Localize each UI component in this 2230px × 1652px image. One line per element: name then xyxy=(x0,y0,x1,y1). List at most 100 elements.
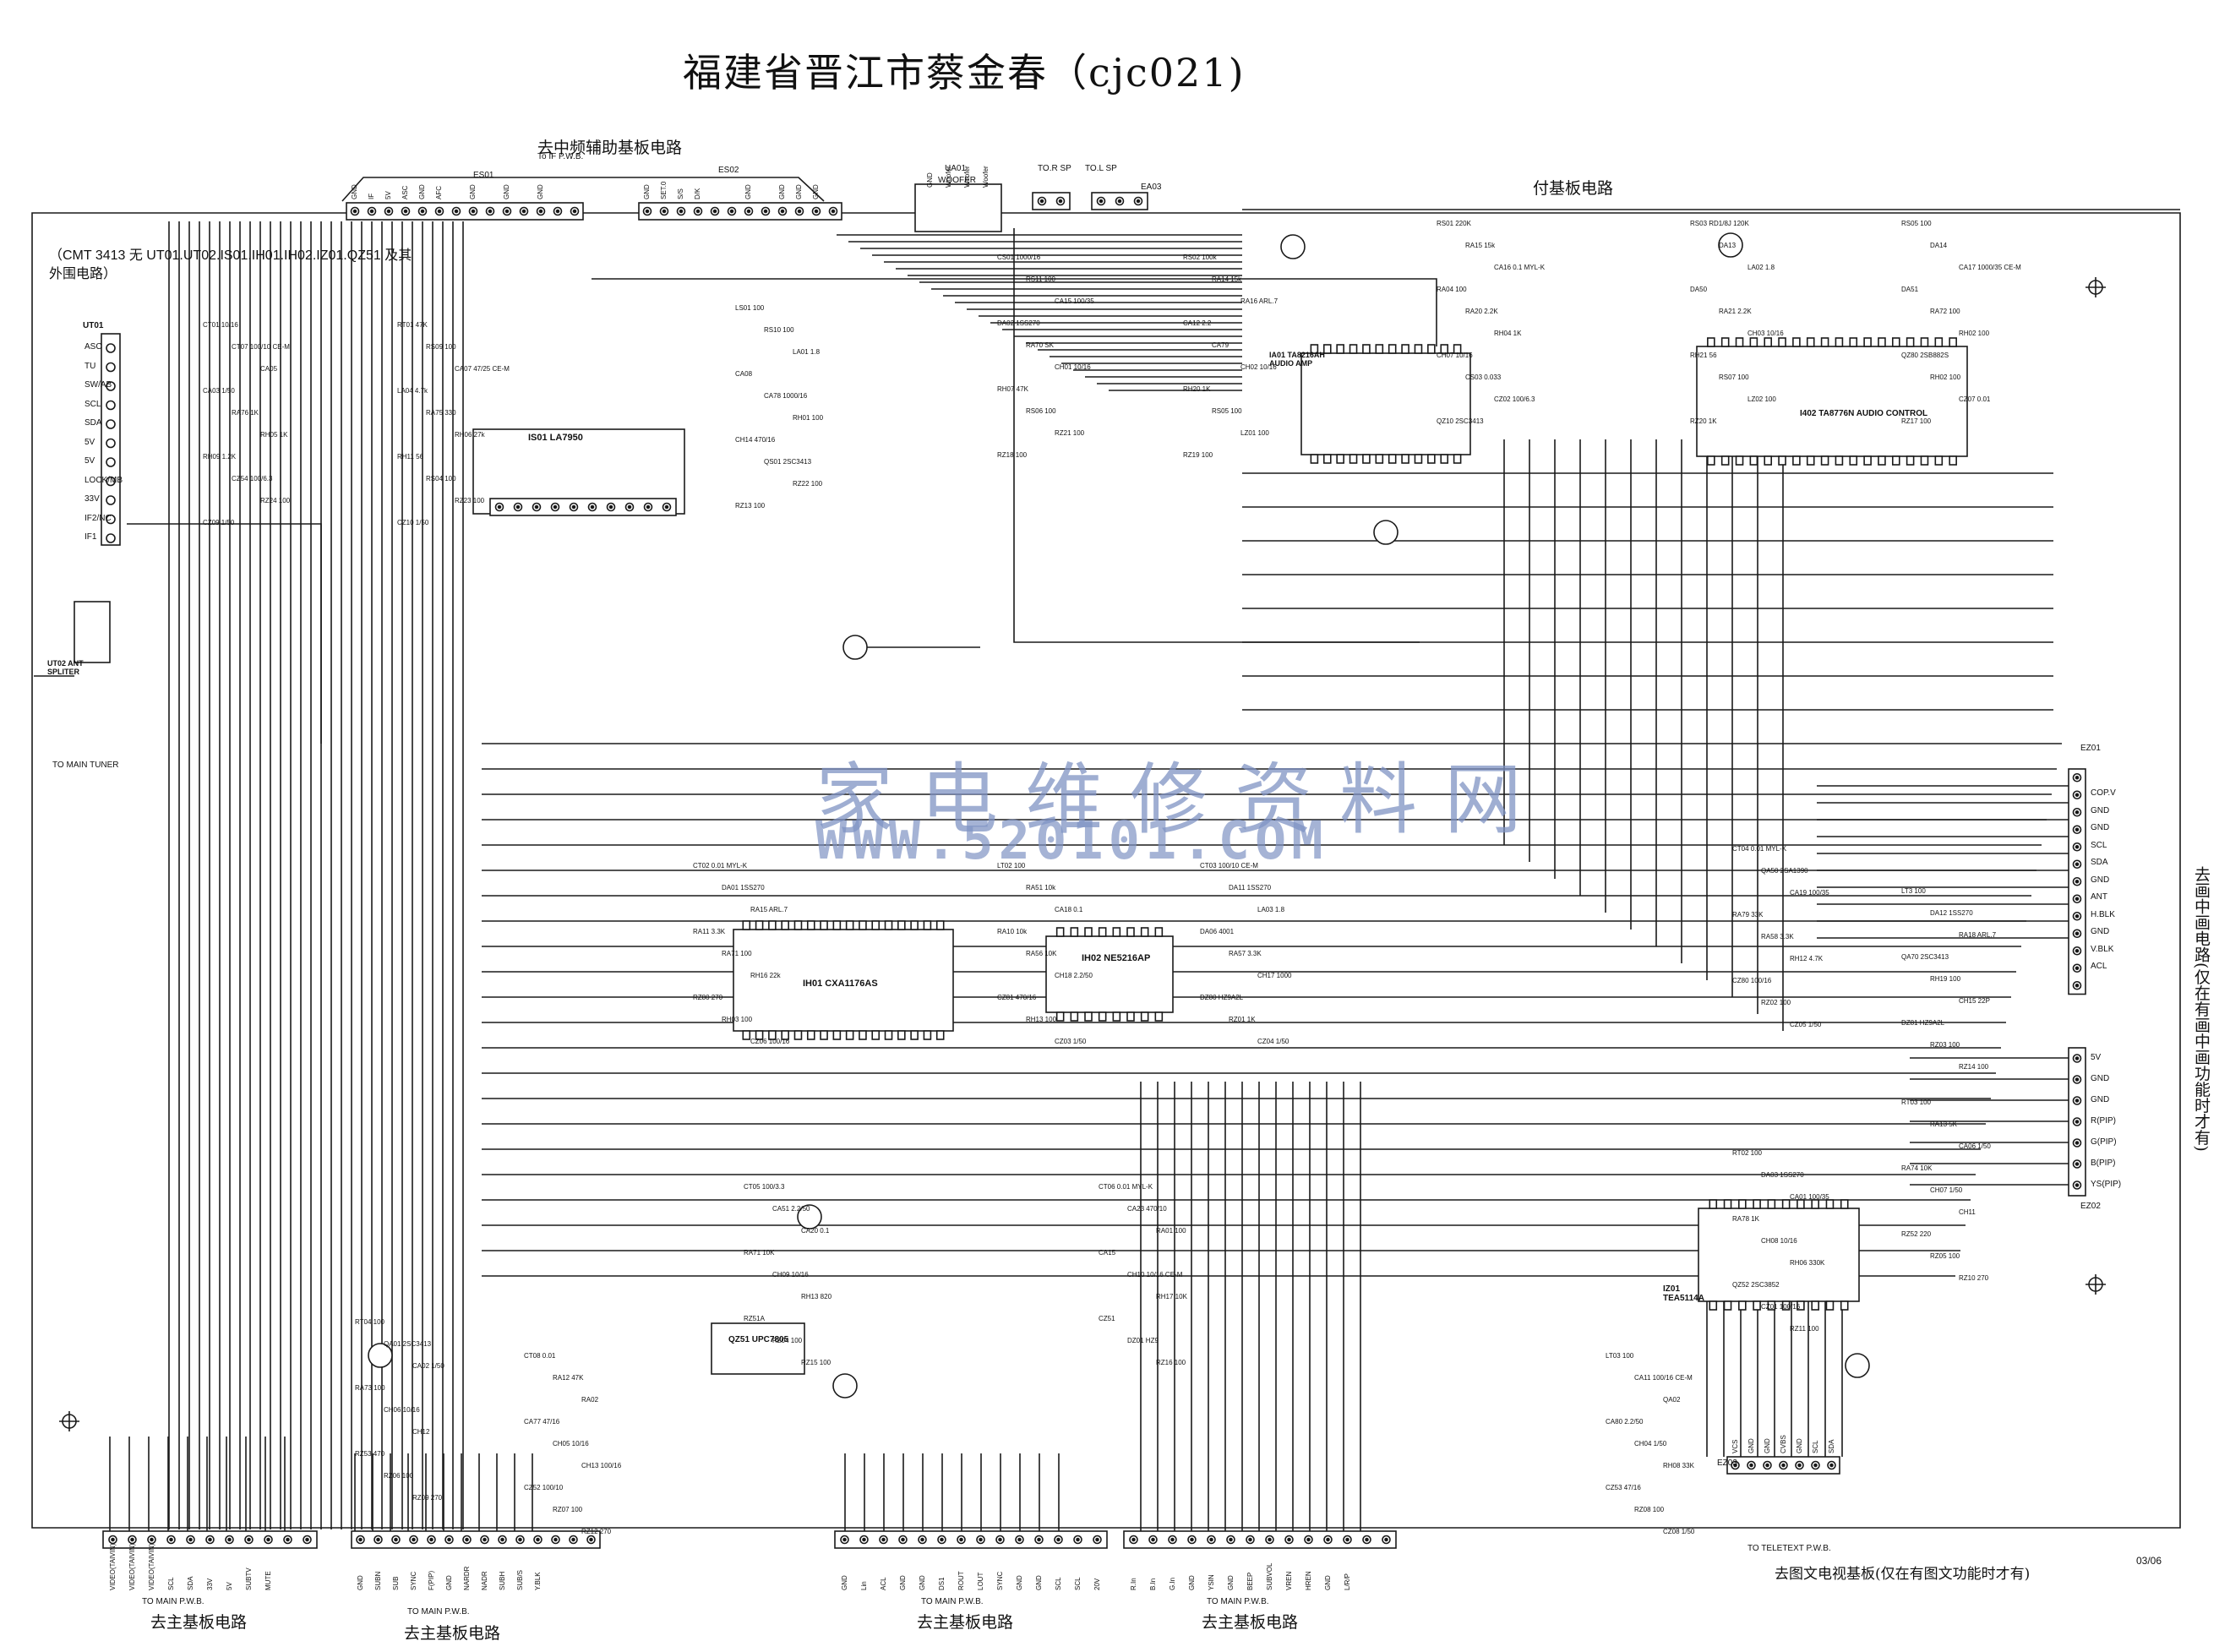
component-label: RA11 3.3K xyxy=(693,928,726,935)
conn-bottom2-pin-label: GND xyxy=(356,1575,364,1590)
conn-es01-pin-dot xyxy=(471,209,476,214)
component-label: RZ19 100 xyxy=(1183,451,1213,459)
ic-i402-pin xyxy=(1863,337,1872,347)
component-label: RS03 RD1/8J 120K xyxy=(1690,220,1749,227)
component-label: CA11 100/16 CE-M xyxy=(1634,1374,1693,1382)
tuner-pin xyxy=(106,400,116,411)
component-label: CT05 100/3.3 xyxy=(744,1183,785,1191)
section-pip: 去画中画电路(仅在有画中画功能时才有) xyxy=(2192,866,2211,1152)
component-label: CA12 2.2 xyxy=(1183,319,1212,327)
conn-ua01-housing xyxy=(914,183,1002,232)
ic-is01-pins xyxy=(489,498,677,516)
board-frame xyxy=(31,212,2181,1529)
conn-es01-pin-label: GND xyxy=(418,184,426,199)
conn-bottom2-pin-dot xyxy=(376,1537,380,1542)
conn-es01-pin-label: 5V xyxy=(384,191,392,199)
component-label: QA01 2SC3413 xyxy=(384,1340,432,1348)
conn-ez02-pin-label: B(PIP) xyxy=(2091,1158,2116,1168)
component-label: RA02 xyxy=(581,1396,599,1404)
tuner-pin xyxy=(106,362,116,373)
conn-bottom1-pin-dot xyxy=(286,1537,290,1542)
ic-ia01-pin xyxy=(1362,344,1371,354)
component-label: CA20 0.1 xyxy=(801,1227,830,1235)
component-label: DZ80 HZ9A2L xyxy=(1200,994,1244,1001)
ic-i402-pin xyxy=(1849,337,1858,347)
conn-ez02-label: EZ02 xyxy=(2080,1202,2101,1211)
component-label: DZ81 HZ9A2L xyxy=(1901,1019,1945,1027)
component-label: CH05 10/16 xyxy=(553,1440,589,1448)
component-label: RZ14 100 xyxy=(1959,1063,1989,1071)
conn-es01-label: ES01 xyxy=(473,171,494,180)
conn-es01-pin-label: GND xyxy=(503,184,510,199)
ic-iz01-pin xyxy=(1753,1300,1761,1311)
ic-ih01-pin xyxy=(806,920,815,930)
component-label: CZ06 100/16 xyxy=(750,1038,790,1045)
conn-ez03-pin-label: VCS xyxy=(1731,1439,1739,1453)
conn-bottom1-pin-dot xyxy=(150,1537,154,1542)
tuner-pin-label: 33V xyxy=(85,494,100,504)
wire xyxy=(127,523,322,744)
conn-ua01-pin-label: Woofer xyxy=(982,166,990,188)
component-label: RA71 100 xyxy=(722,950,752,957)
ant-splitter-body xyxy=(74,601,111,663)
conn-ez03-pin-label: GND xyxy=(1747,1438,1755,1453)
conn-ez01-label: EZ01 xyxy=(2080,744,2101,753)
component-label: RZ11 100 xyxy=(1790,1325,1819,1333)
component-label: RA70 SK xyxy=(1026,341,1054,349)
ic-ih01-pin xyxy=(910,920,919,930)
component-label: CZ09 1/50 xyxy=(203,519,235,526)
conn-bottom1-pin-label: VIDEO(TAIVIN) xyxy=(147,1543,155,1590)
component-label: CZ04 1/50 xyxy=(1257,1038,1289,1045)
ic-is01-pins-pin-dot xyxy=(515,504,521,510)
ic-i402-pin xyxy=(1934,455,1944,466)
conn-bottom3-pin-dot xyxy=(1017,1537,1022,1542)
conn-ez01-pin-dot xyxy=(2075,948,2080,953)
ic-is01-pins-pin-dot xyxy=(497,504,502,510)
conn-bottom3-pin-dot xyxy=(842,1537,847,1542)
conn-bottom3-pin-dot xyxy=(881,1537,886,1542)
conn-bottom3-pin-dot xyxy=(940,1537,944,1542)
conn-ez03-pin-label: CVBS xyxy=(1779,1435,1787,1453)
ic-iz01-pin xyxy=(1753,1199,1761,1209)
component-label: RS01 220K xyxy=(1437,220,1471,227)
transistor xyxy=(1280,234,1306,259)
component-label: RA57 3.3K xyxy=(1229,950,1262,957)
conn-bottom1-pin-label: SDA xyxy=(186,1576,194,1590)
conn-bottom4-pin-dot xyxy=(1306,1537,1311,1542)
component-label: CA17 1000/35 CE-M xyxy=(1959,264,2021,271)
tuner-pin xyxy=(106,476,116,487)
ic-i402-pin xyxy=(1906,455,1915,466)
component-label: RA76 1K xyxy=(232,409,259,417)
conn-bottom4-pin-dot xyxy=(1190,1537,1194,1542)
ic-ia01-pin xyxy=(1388,454,1397,464)
component-label: LT02 100 xyxy=(997,862,1026,870)
conn-es01-pin-dot xyxy=(504,209,510,214)
ic-i402-pin xyxy=(1735,337,1744,347)
conn-es01-pin-label: AFC xyxy=(435,186,443,199)
component-label: LZ02 100 xyxy=(1747,395,1776,403)
ic-is01-pins-pin-dot xyxy=(553,504,558,510)
ic-i402-pin xyxy=(1749,455,1758,466)
component-label: RZ24 100 xyxy=(260,497,291,504)
ic-ih01-pin xyxy=(871,1030,881,1040)
transistor xyxy=(1718,232,1743,258)
to-main-3: 去主基板电路 xyxy=(917,1613,1014,1632)
conn-bottom3-pin-label: GND xyxy=(1015,1575,1023,1590)
tuner-pin-label: LOCK/MB xyxy=(85,475,123,485)
ic-ia01-pin xyxy=(1401,454,1409,464)
ic-iz01-pin xyxy=(1840,1300,1849,1311)
conn-bottom3-pin-dot xyxy=(1095,1537,1099,1542)
ic-i402-label: I402 TA8776N AUDIO CONTROL xyxy=(1800,409,1928,418)
component-label: RZ20 1K xyxy=(1690,417,1717,425)
ic-ih01-pin xyxy=(781,920,789,930)
to-main-pwb-3: TO MAIN P.W.B. xyxy=(921,1597,984,1606)
wire xyxy=(592,278,1437,346)
ic-ia01-pin xyxy=(1453,454,1462,464)
conn-bottom2-pin-label: SUB/S xyxy=(515,1569,524,1590)
transistor xyxy=(368,1343,393,1368)
component-label: QZ52 2SC3852 xyxy=(1732,1281,1780,1289)
component-label: RZ22 100 xyxy=(793,480,823,488)
component-label: CZ52 100/10 xyxy=(524,1484,564,1491)
conn-es02-pin-dot xyxy=(695,209,701,214)
